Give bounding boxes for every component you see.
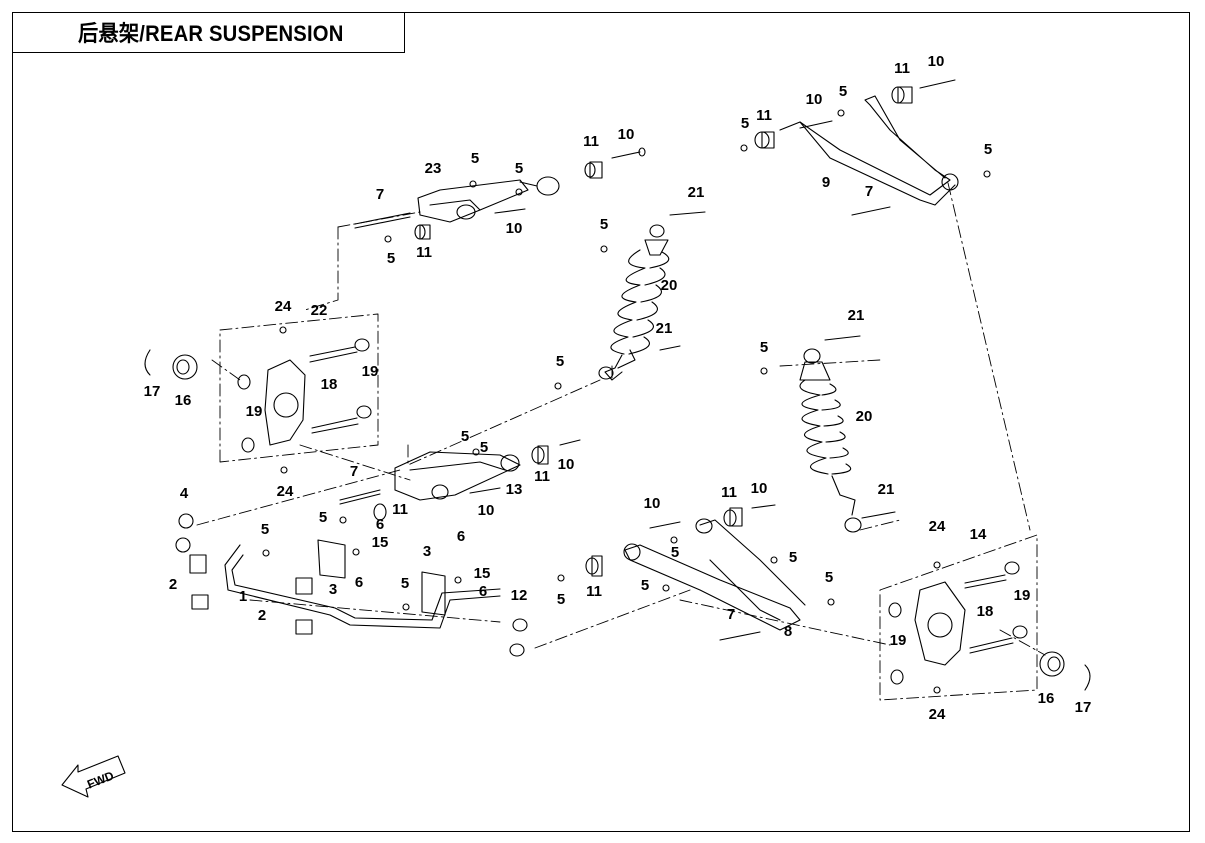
- callout-11: 11: [756, 107, 772, 124]
- callout-18: 18: [321, 376, 338, 393]
- callout-19: 19: [246, 403, 263, 420]
- page-title: 后悬架/REAR SUSPENSION: [78, 21, 344, 46]
- callout-6: 6: [376, 516, 384, 533]
- callout-5: 5: [641, 577, 649, 594]
- callout-24: 24: [929, 706, 946, 723]
- callout-11: 11: [583, 133, 599, 150]
- callout-9: 9: [822, 174, 830, 191]
- callout-5: 5: [984, 141, 992, 158]
- knuckle-right: [888, 561, 1091, 694]
- callout-11: 11: [416, 244, 432, 261]
- callout-10: 10: [478, 502, 495, 519]
- callout-5: 5: [319, 509, 327, 526]
- callout-21: 21: [688, 184, 705, 201]
- callout-11: 11: [721, 484, 737, 501]
- callout-1: 1: [239, 588, 247, 605]
- callout-6: 6: [479, 583, 487, 600]
- fwd-arrow-icon: [61, 755, 126, 798]
- callout-11: 11: [894, 60, 910, 77]
- callout-5: 5: [461, 428, 469, 445]
- assembly-guide-lines: [196, 182, 1046, 701]
- callout-19: 19: [890, 632, 907, 649]
- callout-7: 7: [350, 463, 358, 480]
- callout-15: 15: [372, 534, 389, 551]
- callout-4: 4: [180, 485, 189, 502]
- callout-6: 6: [457, 528, 465, 545]
- callout-10: 10: [618, 126, 635, 143]
- callout-24: 24: [277, 483, 294, 500]
- callout-14: 14: [970, 526, 987, 543]
- callout-11: 11: [586, 583, 602, 600]
- shock-absorber-left: [554, 211, 706, 390]
- stabilizer-bar: [175, 513, 528, 657]
- callout-7: 7: [376, 186, 384, 203]
- callout-12: 12: [511, 587, 528, 604]
- callout-5: 5: [557, 591, 565, 608]
- upper-arm-9: [740, 79, 991, 216]
- callout-10: 10: [928, 53, 945, 70]
- callout-17: 17: [1075, 699, 1092, 716]
- callout-17: 17: [144, 383, 161, 400]
- callout-5: 5: [760, 339, 768, 356]
- callout-5: 5: [789, 549, 797, 566]
- callout-19: 19: [1014, 587, 1031, 604]
- callout-16: 16: [1038, 690, 1055, 707]
- callout-5: 5: [471, 150, 479, 167]
- shock-absorber-right: [760, 335, 896, 533]
- callout-24: 24: [275, 298, 292, 315]
- upper-arm-23: [354, 147, 646, 243]
- callout-11: 11: [392, 501, 408, 518]
- callout-5: 5: [741, 115, 749, 132]
- callout-2: 2: [169, 576, 177, 593]
- callout-10: 10: [506, 220, 523, 237]
- callout-3: 3: [329, 581, 337, 598]
- knuckle-left: [144, 326, 372, 474]
- callout-6: 6: [355, 574, 363, 591]
- callout-15: 15: [474, 565, 491, 582]
- callout-5: 5: [825, 569, 833, 586]
- callout-5: 5: [556, 353, 564, 370]
- callout-10: 10: [806, 91, 823, 108]
- callout-20: 20: [856, 408, 873, 425]
- callout-3: 3: [423, 543, 431, 560]
- fwd-label: FWD: [85, 768, 116, 791]
- callout-16: 16: [175, 392, 192, 409]
- callout-20: 20: [661, 277, 678, 294]
- callout-21: 21: [878, 481, 895, 498]
- callout-5: 5: [839, 83, 847, 100]
- callout-5: 5: [480, 439, 488, 456]
- callout-13: 13: [506, 481, 523, 498]
- callout-24: 24: [929, 518, 946, 535]
- callout-19: 19: [362, 363, 379, 380]
- drawing-frame: [12, 12, 1190, 832]
- callout-10: 10: [644, 495, 661, 512]
- callout-2: 2: [258, 607, 266, 624]
- callout-23: 23: [425, 160, 442, 177]
- callout-18: 18: [977, 603, 994, 620]
- lower-arm-13: [339, 439, 581, 524]
- callout-10: 10: [558, 456, 575, 473]
- title-box: [12, 12, 405, 53]
- callout-21: 21: [656, 320, 673, 337]
- callout-5: 5: [401, 575, 409, 592]
- callout-labels: 1223345555555555555555555666677778910101…: [144, 53, 1092, 723]
- callout-21: 21: [848, 307, 865, 324]
- lower-arm-8: [557, 504, 835, 641]
- callout-5: 5: [671, 544, 679, 561]
- callout-11: 11: [534, 468, 550, 485]
- callout-7: 7: [727, 606, 735, 623]
- callout-7: 7: [865, 183, 873, 200]
- callout-5: 5: [261, 521, 269, 538]
- callout-8: 8: [784, 623, 792, 640]
- callout-22: 22: [311, 302, 328, 319]
- callout-5: 5: [600, 216, 608, 233]
- callout-5: 5: [515, 160, 523, 177]
- callout-5: 5: [387, 250, 395, 267]
- callout-10: 10: [751, 480, 768, 497]
